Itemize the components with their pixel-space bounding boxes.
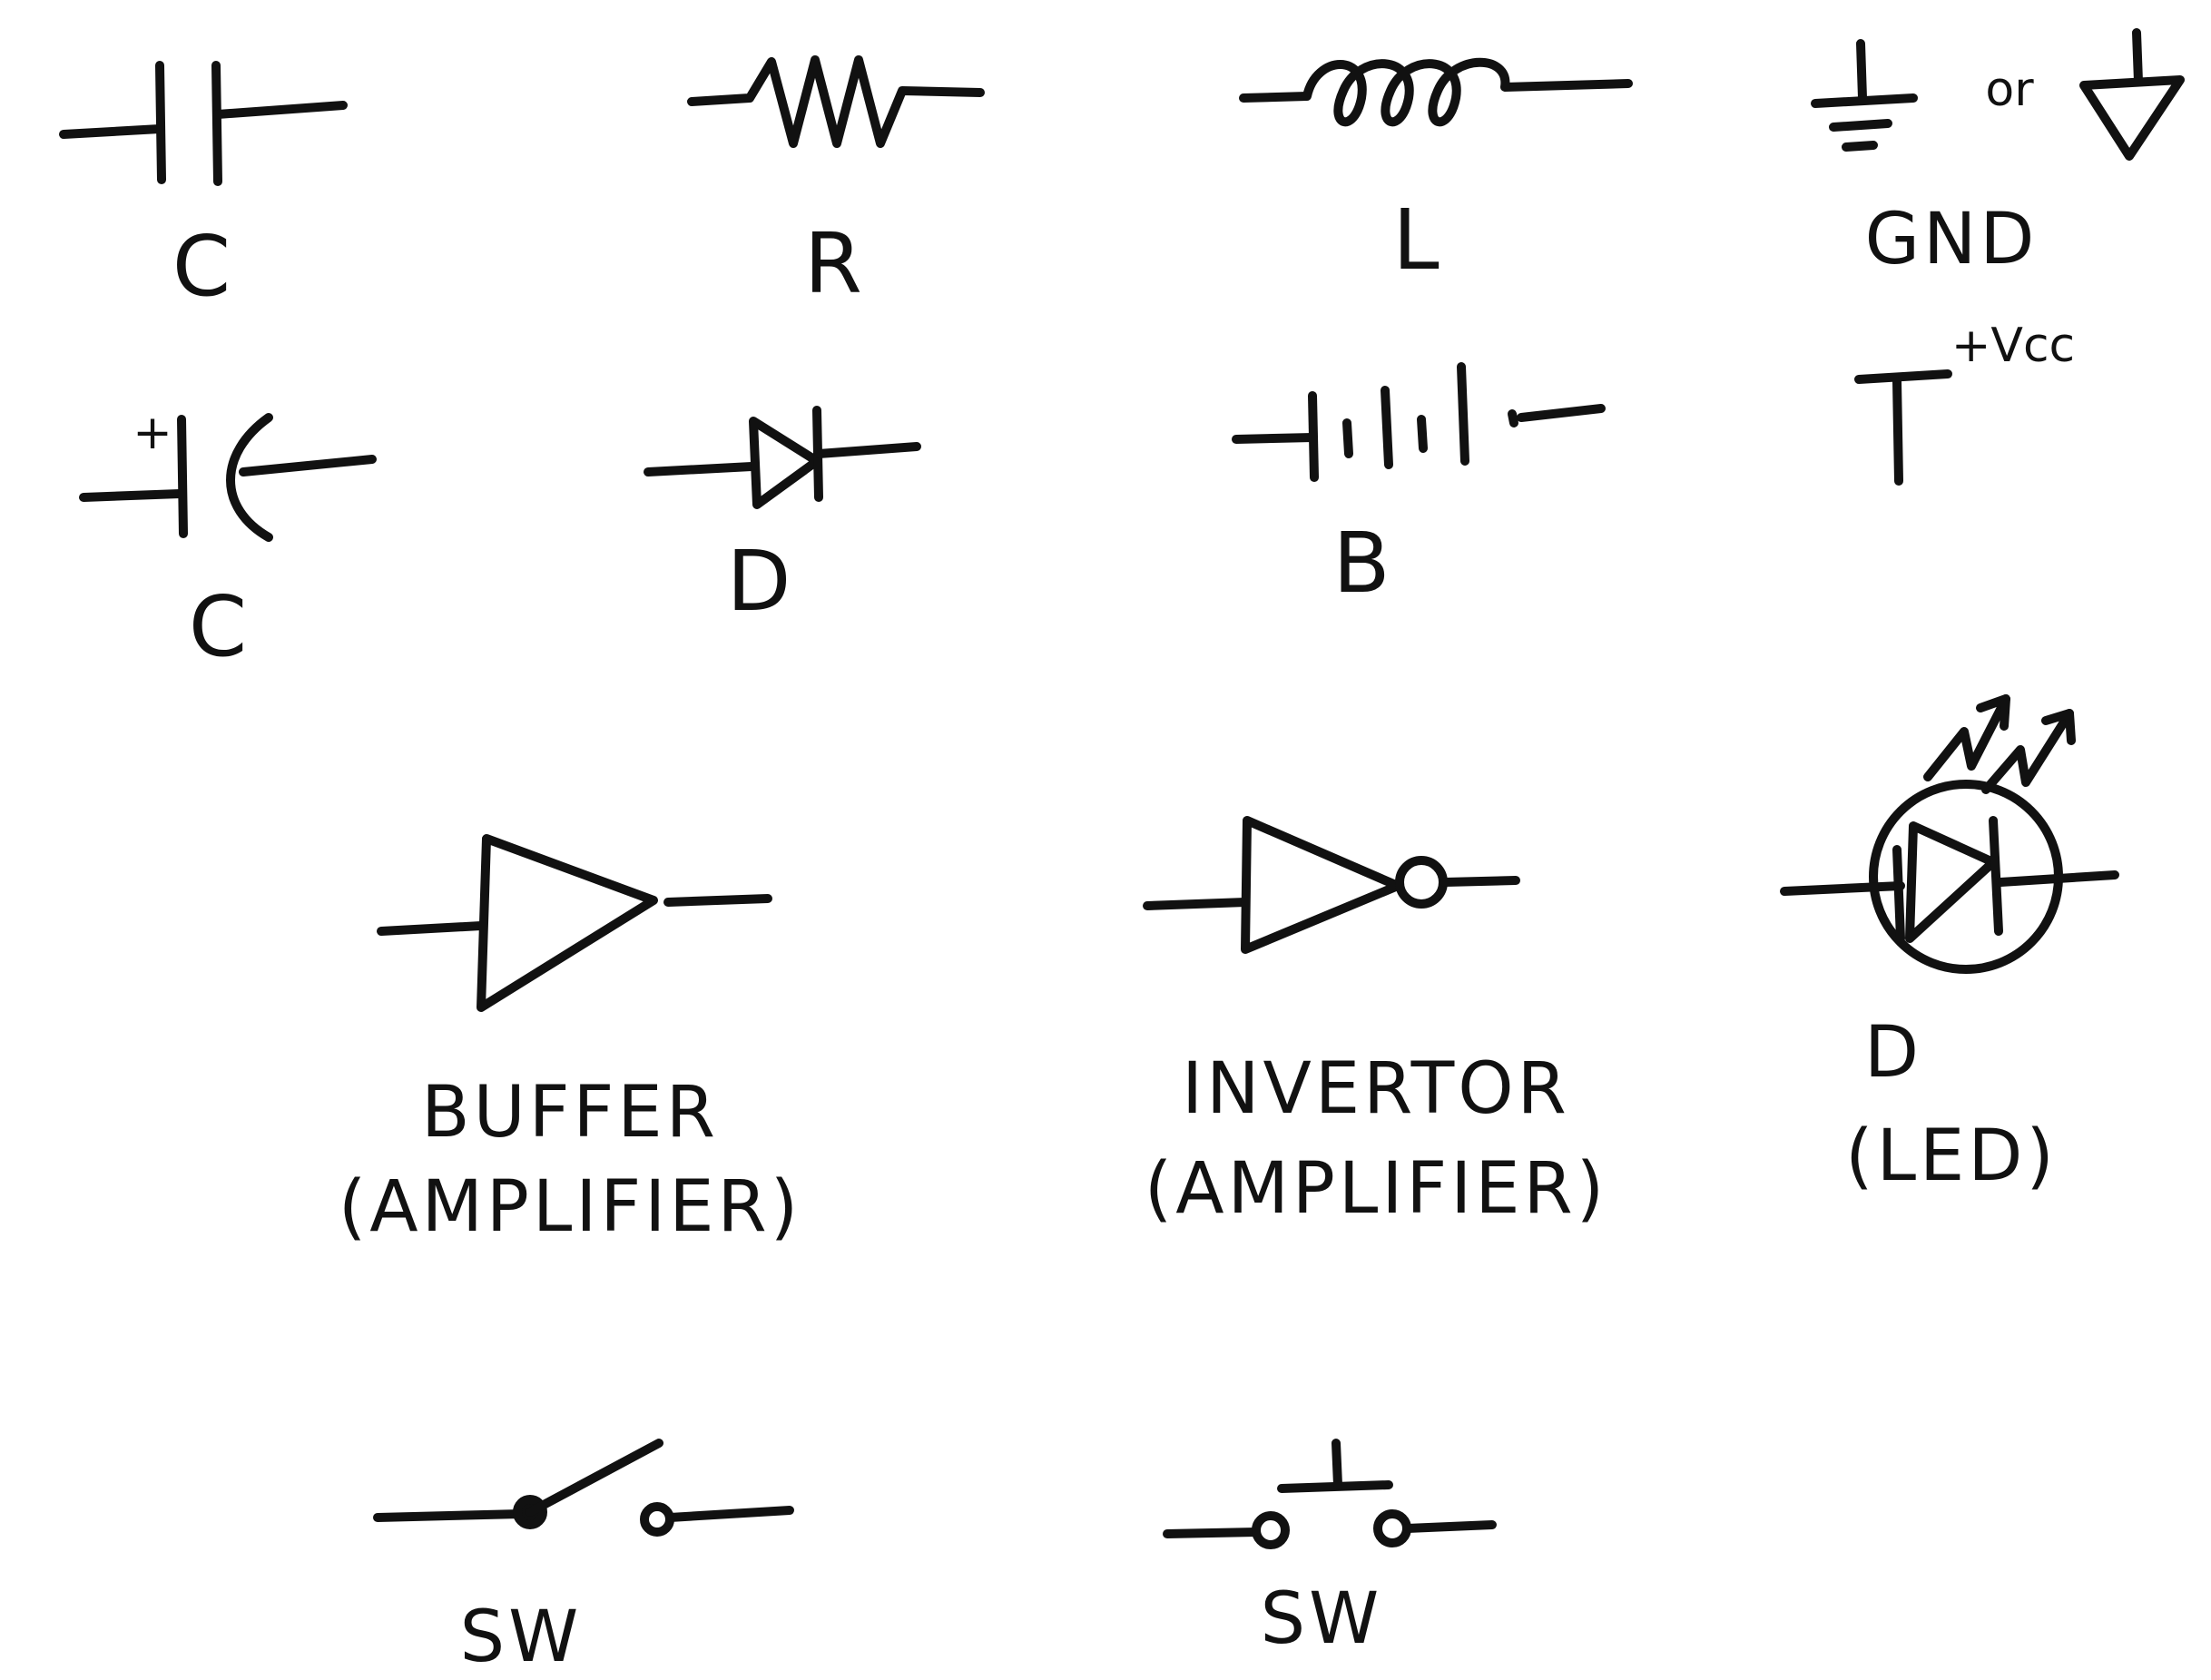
supply-symbol [1854,369,1952,486]
switch-label: SW [460,1596,583,1678]
battery-label: B [1332,515,1390,612]
polarized-capacitor-symbol [79,413,377,542]
polarized-capacitor-label: C [189,578,247,675]
polarity-plus-sign: + [133,406,172,460]
inverter-sublabel: (AMPLIFIER) [1145,1148,1607,1230]
diode-symbol [644,406,921,509]
buffer-label: BUFFER [421,1072,719,1154]
capacitor-symbol [59,61,348,186]
supply-label: +Vcc [1951,319,2075,373]
inductor-label: L [1392,192,1439,289]
push-switch-symbol [1163,1439,1497,1549]
buffer-symbol [377,834,772,1012]
buffer-sublabel: (AMPLIFIER) [339,1166,801,1248]
ground-label: GND [1865,199,2039,280]
diode-label: D [727,533,791,630]
battery-symbol [1232,362,1606,482]
ground-or-connector: or [1985,63,2034,117]
inductor-symbol [1239,57,1633,127]
switch-symbol [373,1439,794,1537]
ground-symbol [1811,28,2185,161]
inverter-label: INVERTOR [1182,1048,1570,1130]
led-label: D [1864,1012,1922,1094]
led-sublabel: (LED) [1845,1115,2058,1197]
inverter-symbol [1143,816,1520,954]
capacitor-label: C [172,218,231,315]
resistor-label: R [804,215,862,312]
push-switch-label: SW [1261,1578,1383,1660]
resistor-symbol [687,55,985,148]
led-symbol [1780,694,2119,974]
